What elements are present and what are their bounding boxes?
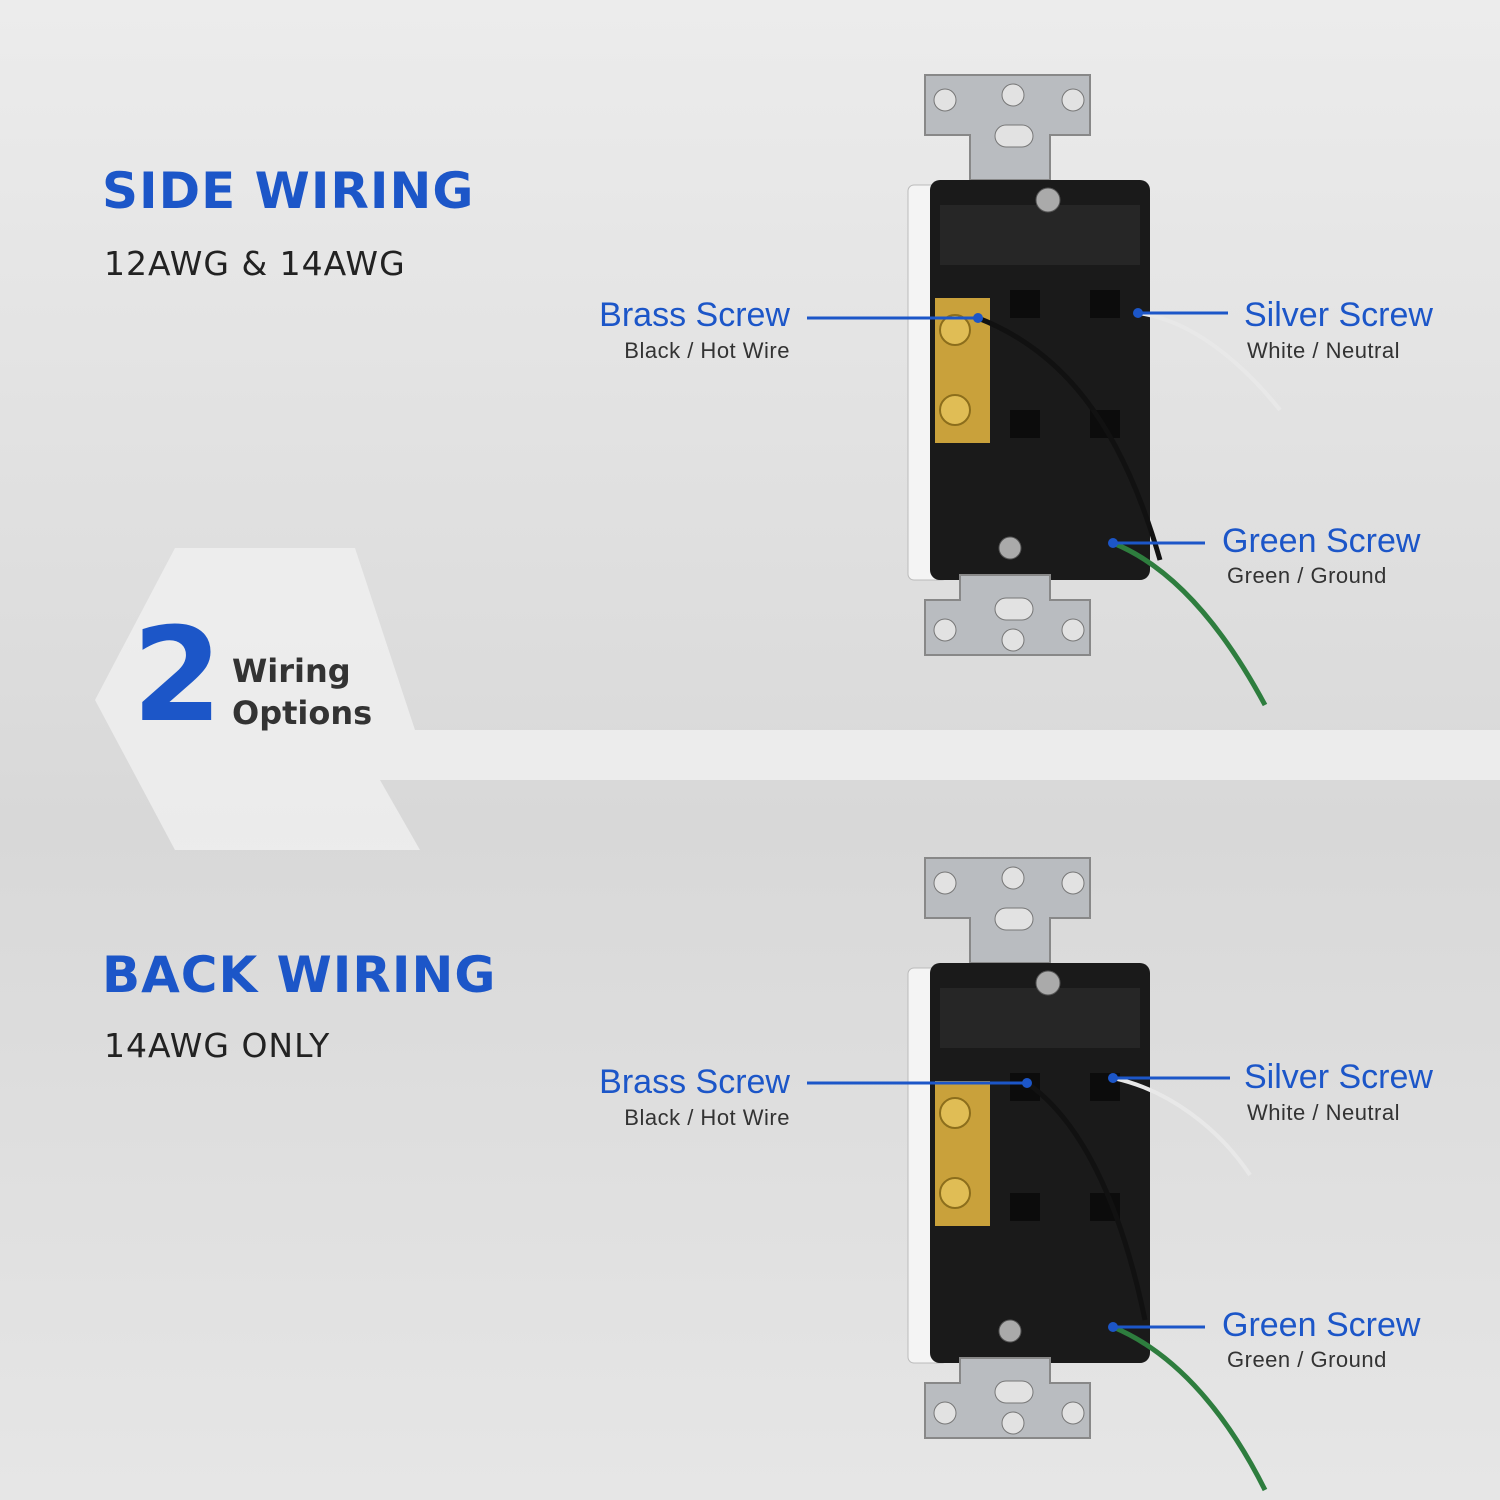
back-silver-screw-desc: White / Neutral — [1247, 1100, 1400, 1125]
options-label: Wiring Options — [232, 650, 372, 734]
side-wiring-title: SIDE WIRING — [102, 162, 475, 220]
options-label-line2: Options — [232, 694, 373, 732]
side-silver-screw-desc: White / Neutral — [1247, 338, 1400, 363]
back-green-screw-desc: Green / Ground — [1227, 1347, 1387, 1372]
options-label-line1: Wiring — [232, 652, 351, 690]
options-count: 2 — [132, 599, 223, 751]
back-wiring-gauge: 14AWG ONLY — [104, 1026, 331, 1065]
outlet-side-wired-illustration — [807, 74, 1282, 707]
back-brass-screw-desc: Black / Hot Wire — [624, 1105, 790, 1130]
wiring-options-badge: 2 — [132, 610, 222, 740]
side-wiring-gauge: 12AWG & 14AWG — [104, 244, 406, 283]
side-green-screw-desc: Green / Ground — [1227, 563, 1387, 588]
back-green-screw-label: Green Screw — [1222, 1306, 1421, 1344]
side-brass-screw-desc: Black / Hot Wire — [624, 338, 790, 363]
outlet-body — [907, 74, 1150, 656]
back-brass-screw-label: Brass Screw — [599, 1063, 790, 1101]
outlet-back-wired-illustration — [807, 857, 1268, 1492]
back-silver-screw-label: Silver Screw — [1244, 1058, 1433, 1096]
side-silver-screw-label: Silver Screw — [1244, 296, 1433, 334]
outlet-body — [907, 857, 1150, 1439]
side-brass-screw-label: Brass Screw — [599, 296, 790, 334]
side-green-screw-label: Green Screw — [1222, 522, 1421, 560]
back-wiring-title: BACK WIRING — [102, 946, 497, 1004]
